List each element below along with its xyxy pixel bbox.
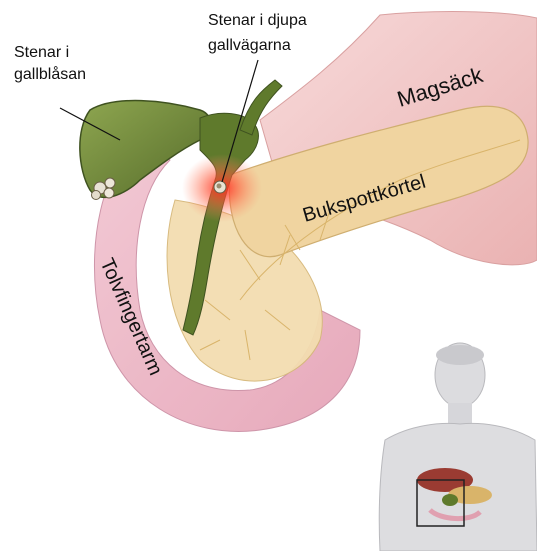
label-bile-duct-stones-line1: Stenar i djupa <box>208 12 307 29</box>
label-gallbladder-stones-line1: Stenar i <box>14 44 69 61</box>
bile-duct-stone <box>214 181 226 193</box>
label-gallbladder-stones-line2: gallblåsan <box>14 65 86 83</box>
label-bile-duct-stones-line2: gallvägarna <box>208 37 291 54</box>
human-torso-figure-icon <box>379 343 537 551</box>
